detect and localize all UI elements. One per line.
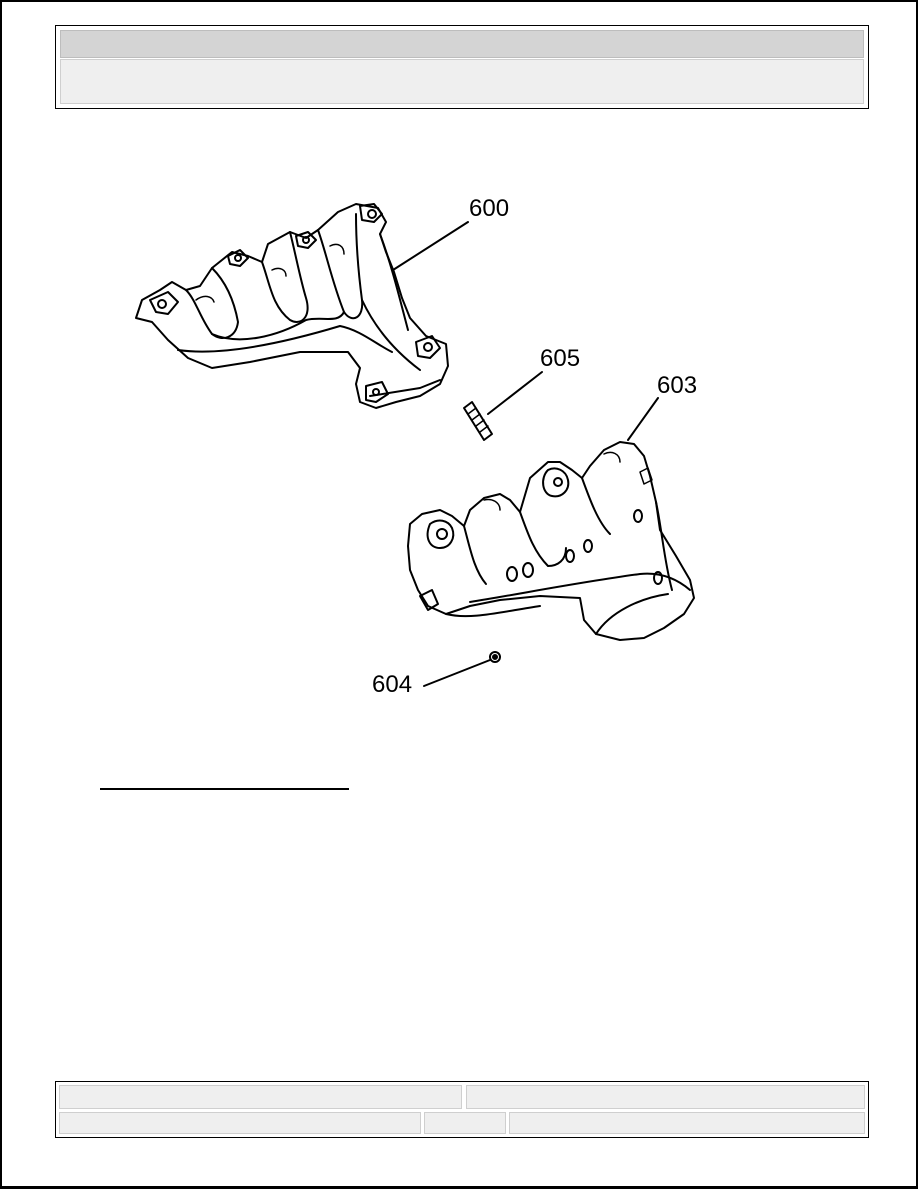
section-divider xyxy=(100,788,349,790)
callout-603: 603 xyxy=(657,372,697,399)
footer-cell-left-bottom xyxy=(59,1112,421,1134)
leader-line-603 xyxy=(627,397,659,441)
footer-cell-left-top xyxy=(59,1085,462,1109)
part-604-nut-illustration xyxy=(489,651,501,663)
callout-605: 605 xyxy=(540,345,580,372)
leader-line-605 xyxy=(487,371,543,415)
footer-cell-middle-bottom xyxy=(424,1112,506,1134)
leader-line-600 xyxy=(392,221,469,271)
header-title-bar xyxy=(60,30,864,58)
header-subtitle-bar xyxy=(60,59,864,104)
exhaust-manifold-diagram: 600 605 603 604 xyxy=(135,195,697,698)
callout-600: 600 xyxy=(469,195,509,222)
page-header xyxy=(55,25,869,109)
part-603-illustration xyxy=(407,441,695,641)
page-footer xyxy=(55,1081,869,1138)
part-605-stud-illustration xyxy=(463,401,493,441)
footer-cell-right-bottom xyxy=(509,1112,865,1134)
part-600-illustration xyxy=(135,203,449,409)
callout-604: 604 xyxy=(372,671,412,698)
footer-cell-right-top xyxy=(466,1085,865,1109)
leader-line-604 xyxy=(423,659,491,687)
